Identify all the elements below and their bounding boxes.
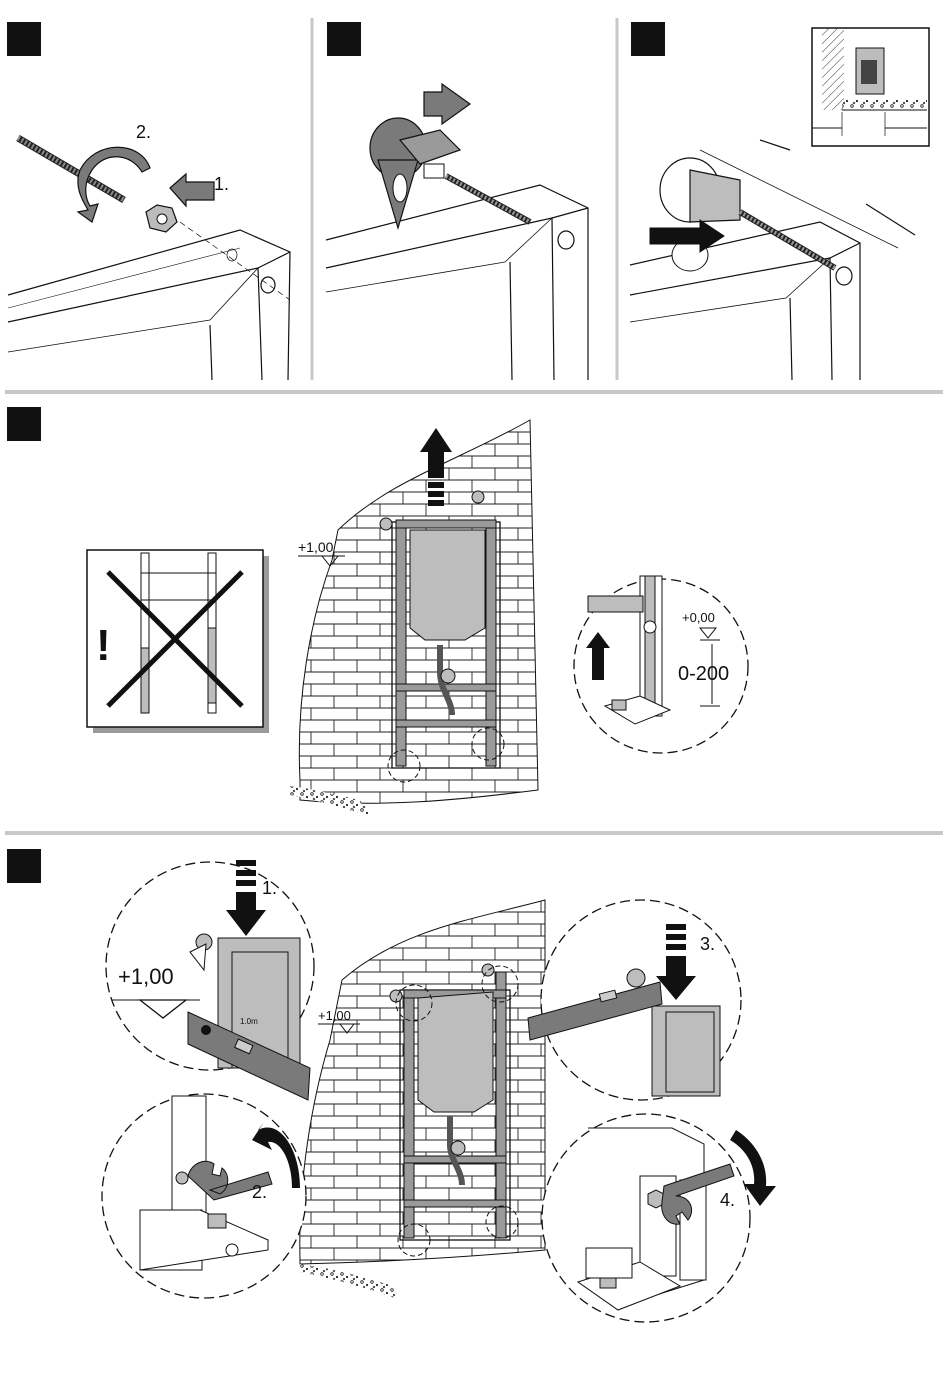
rotate-arrow-icon bbox=[78, 147, 150, 222]
step5-sub2-label: 2. bbox=[252, 1182, 267, 1202]
step-marker-4 bbox=[7, 407, 41, 441]
step-marker-2 bbox=[327, 22, 361, 56]
foot-detail-circle: +0,00 0-200 bbox=[574, 576, 748, 753]
step-marker-5 bbox=[7, 849, 41, 883]
detail-circle-4: 4. bbox=[542, 1114, 776, 1322]
step1-sub1-label: 1. bbox=[214, 174, 229, 194]
detail-circle-1: 1.0m +1,00 1. bbox=[106, 860, 314, 1100]
threaded-rod bbox=[18, 138, 124, 200]
push-arrow-icon bbox=[170, 174, 214, 206]
floor-mark-label: +0,00 bbox=[682, 610, 715, 625]
step5-sub3-label: 3. bbox=[700, 934, 715, 954]
range-mark-label: 0-200 bbox=[678, 663, 729, 685]
panel-3-inset bbox=[812, 28, 929, 146]
step5-sub4-label: 4. bbox=[720, 1190, 735, 1210]
level-mark-small-label: +1,00 bbox=[318, 1008, 351, 1023]
step-marker-1 bbox=[7, 22, 41, 56]
level-tag-label: 1.0m bbox=[240, 1017, 258, 1026]
warning-box: ! bbox=[87, 550, 269, 733]
step5-sub1-label: 1. bbox=[262, 878, 277, 898]
detail-circle-3: 3. bbox=[528, 900, 741, 1100]
detail-circle-2: 2. bbox=[102, 1094, 306, 1298]
step1-sub2-label: 2. bbox=[136, 122, 151, 142]
warning-icon: ! bbox=[96, 621, 111, 670]
panel-2-frame bbox=[326, 185, 588, 380]
step-marker-3 bbox=[631, 22, 665, 56]
level-mark-label: +1,00 bbox=[298, 539, 334, 555]
wall-bracket-mounted bbox=[660, 158, 835, 271]
wall-bracket bbox=[370, 118, 530, 228]
step5-level-label: +1,00 bbox=[118, 964, 174, 989]
push-arrow-icon-2 bbox=[424, 84, 470, 124]
panel-1-frame bbox=[8, 222, 290, 380]
